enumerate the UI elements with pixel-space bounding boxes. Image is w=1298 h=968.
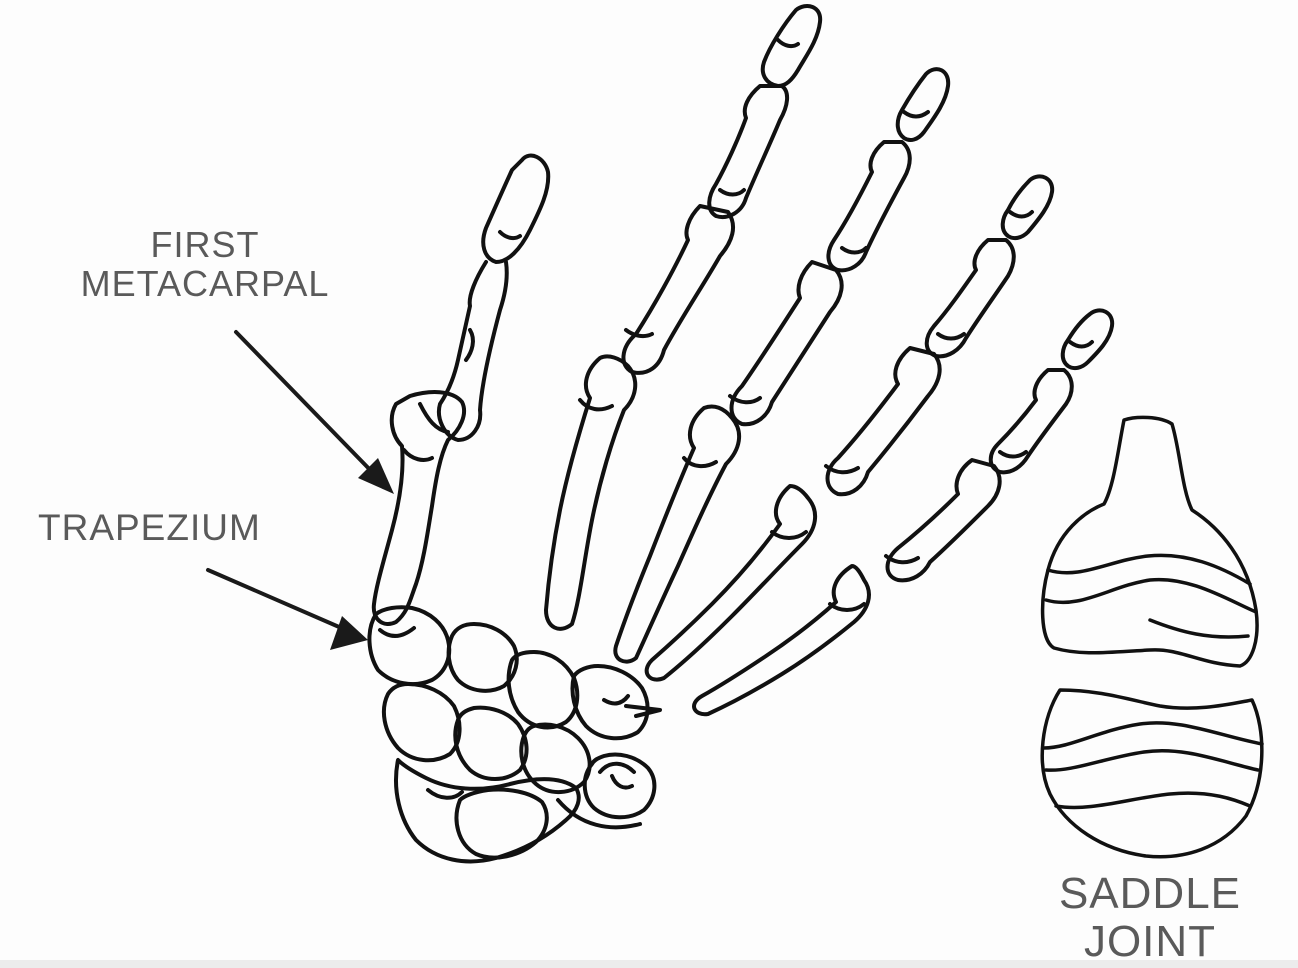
index-finger [544, 4, 823, 631]
saddle-joint-label-line1: SADDLE [1058, 869, 1242, 918]
middle-middle-phalanx [826, 140, 912, 273]
saddle-joint-upper-piece [1040, 415, 1259, 668]
image-bottom-edge [0, 960, 1298, 968]
trapezium-bone [367, 605, 452, 687]
first-metacarpal-arrowhead [358, 458, 394, 494]
capitate-bone [506, 650, 580, 730]
annotation-arrows [206, 330, 394, 650]
lunate-bone [453, 705, 529, 781]
middle-finger [613, 67, 951, 664]
pisiform-bone [582, 752, 657, 820]
first-metacarpal [371, 390, 467, 626]
little-distal-phalanx [1060, 308, 1115, 371]
hamate-bone [570, 664, 650, 741]
fourth-metacarpal [644, 484, 818, 682]
middle-distal-phalanx [895, 67, 951, 142]
first-metacarpal-label: FIRST METACARPAL [50, 224, 360, 304]
saddle-joint-lower-piece [1040, 688, 1264, 859]
ring-middle-phalanx [924, 238, 1016, 359]
trapezium-arrow-line [206, 568, 348, 632]
thumb-proximal-phalanx [437, 260, 509, 442]
radius-end [394, 758, 581, 864]
scaphoid-bone [381, 682, 462, 763]
carpal-bones [367, 605, 662, 864]
saddle-joint-illustration [1040, 415, 1264, 859]
little-finger [692, 308, 1115, 717]
trapezoid-bone [446, 622, 519, 693]
trapezium-label: TRAPEZIUM [38, 507, 261, 548]
ring-finger [644, 174, 1055, 682]
thumb [371, 153, 551, 626]
little-proximal-phalanx [885, 458, 1002, 583]
saddle-joint-label-line2: JOINT [1083, 916, 1217, 966]
little-middle-phalanx [988, 368, 1074, 475]
thumb-distal-phalanx [481, 153, 551, 264]
index-distal-phalanx [760, 4, 823, 88]
ring-proximal-phalanx [825, 346, 942, 497]
ring-distal-phalanx [1000, 174, 1055, 241]
saddle-joint-label: SADDLE JOINT [1035, 870, 1265, 965]
fifth-metacarpal [692, 564, 871, 717]
index-middle-phalanx [707, 84, 789, 219]
second-metacarpal [544, 354, 638, 631]
first-metacarpal-arrow-line [234, 330, 380, 480]
third-metacarpal [613, 404, 742, 664]
first-metacarpal-label-line2: METACARPAL [80, 262, 330, 304]
middle-proximal-phalanx [729, 260, 844, 427]
ulna-end [454, 787, 549, 860]
trapezium-arrowhead [330, 616, 368, 650]
index-proximal-phalanx [621, 204, 736, 375]
first-metacarpal-label-line1: FIRST [150, 224, 260, 265]
